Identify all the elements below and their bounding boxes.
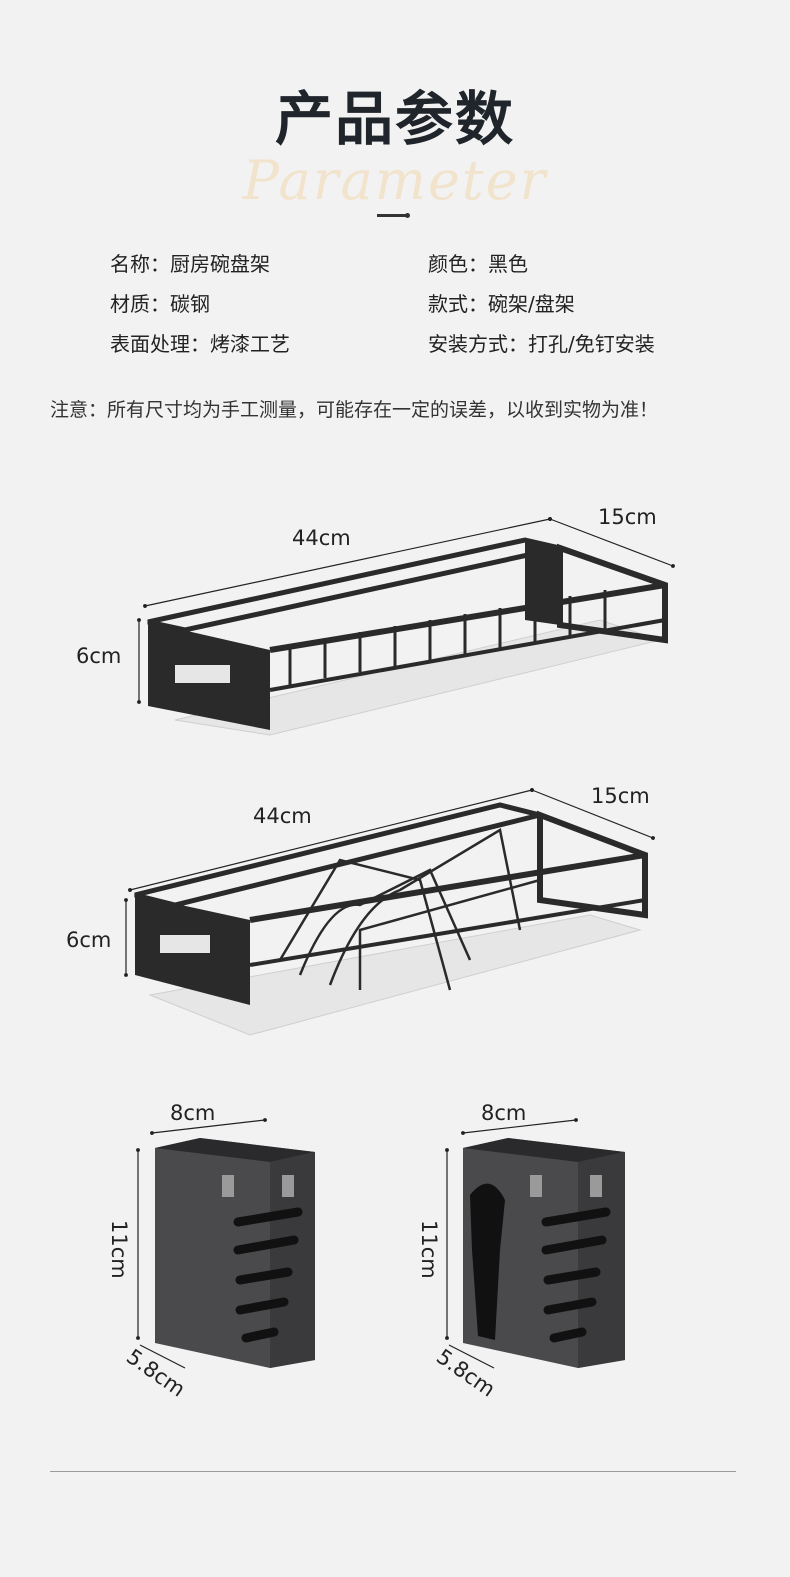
page-title: 产品参数 xyxy=(274,85,515,153)
bowl-rack-height: 6cm xyxy=(76,644,121,668)
title-underline-dot xyxy=(405,213,410,218)
holder-right-height: 11cm xyxy=(417,1220,441,1279)
holder-left-height: 11cm xyxy=(107,1220,131,1279)
measurement-note: 注意：所有尺寸均为手工测量，可能存在一定的误差，以收到实物为准！ xyxy=(50,399,659,421)
spec-name: 名称：厨房碗盘架 xyxy=(110,252,270,276)
watermark-parameter: Parameter xyxy=(242,149,548,212)
spec-color: 颜色：黑色 xyxy=(428,252,528,276)
bottom-divider xyxy=(50,1471,736,1472)
holder-right-width: 8cm xyxy=(481,1101,526,1125)
bowl-rack-depth: 15cm xyxy=(598,505,657,529)
utensil-holder-right-image xyxy=(463,1138,625,1368)
spec-install: 安装方式：打孔/免钉安装 xyxy=(428,332,655,356)
bowl-rack-image xyxy=(147,537,668,736)
plate-rack-height: 6cm xyxy=(66,928,111,952)
utensil-holder-left-image xyxy=(155,1138,315,1368)
holder-left-width: 8cm xyxy=(170,1101,215,1125)
plate-rack-length: 44cm xyxy=(253,804,312,828)
spec-finish: 表面处理：烤漆工艺 xyxy=(110,332,290,356)
spec-style: 款式：碗架/盘架 xyxy=(428,292,575,316)
bowl-rack-length: 44cm xyxy=(292,526,351,550)
plate-rack-depth: 15cm xyxy=(591,784,650,808)
title-underline xyxy=(377,214,407,217)
spec-material: 材质：碳钢 xyxy=(110,292,210,316)
plate-rack-image xyxy=(134,802,648,1036)
